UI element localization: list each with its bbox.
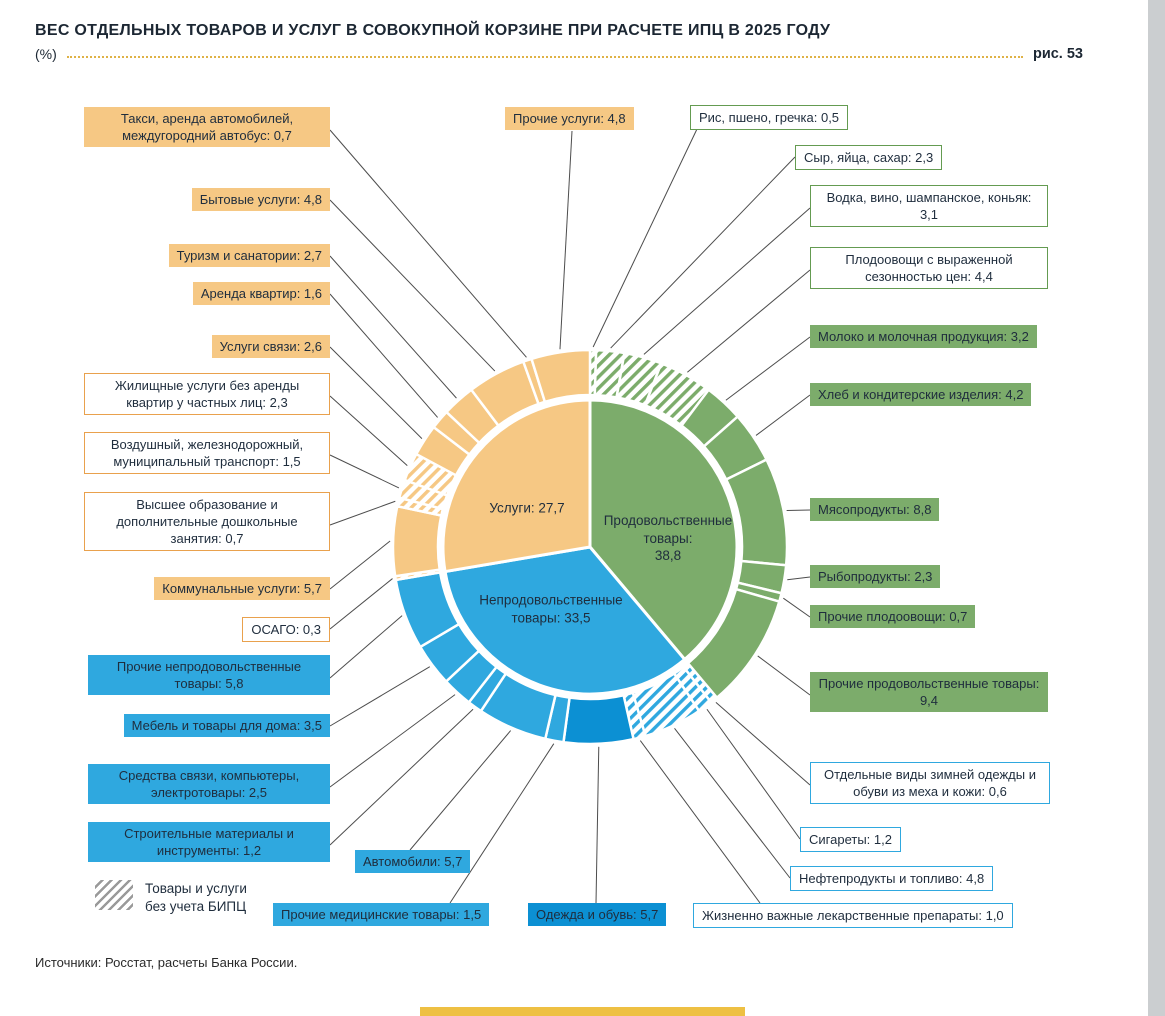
figure-number: рис. 53 (1032, 46, 1083, 62)
leader-line-housing-services (329, 395, 408, 467)
leader-line-seasonal-produce (687, 269, 811, 373)
hatch-swatch-icon (95, 880, 133, 910)
leader-line-other-food (757, 655, 811, 696)
leader-line-utilities (329, 540, 391, 590)
leader-line-fish (787, 576, 811, 581)
leader-line-air-rail (329, 454, 400, 489)
leader-line-fuel (674, 727, 791, 879)
leader-line-vodka (643, 207, 811, 355)
leader-line-clothing (595, 746, 600, 904)
dotted-rule (66, 56, 1023, 58)
page-edge-strip (1148, 0, 1165, 1016)
leader-line-other-nonfood (329, 615, 403, 679)
segment-clothing (562, 693, 636, 746)
legend-label-line1: Товары и услуги (145, 881, 247, 896)
sector-food (588, 398, 739, 662)
leader-line-osago (329, 578, 393, 630)
page-title: ВЕС ОТДЕЛЬНЫХ ТОВАРОВ И УСЛУГ В СОВОКУПН… (35, 22, 831, 39)
leader-line-winter-clothing (715, 702, 811, 786)
subtitle-row: (%) рис. 53 (35, 46, 1083, 62)
leader-line-other-services (559, 130, 573, 350)
leader-line-taxi (329, 129, 527, 358)
inner-pie (441, 398, 739, 696)
leader-line-construction (329, 708, 474, 846)
leader-line-bread (755, 394, 811, 436)
footer-accent-bar (420, 1007, 745, 1016)
outer-ring (391, 348, 789, 746)
leader-lines (329, 128, 811, 904)
leader-line-cigarettes (706, 708, 801, 840)
legend: Товары и услуги без учета БИПЦ (95, 880, 247, 916)
source-note: Источники: Росстат, расчеты Банка России… (35, 955, 298, 970)
leader-line-cheese-eggs-sugar (610, 156, 796, 349)
leader-line-cars (409, 730, 512, 851)
leader-line-tourism (329, 255, 457, 399)
unit-label: (%) (35, 46, 57, 62)
leader-line-rent (329, 293, 438, 418)
segment-utilities (391, 504, 443, 578)
leader-line-higher-education (329, 500, 396, 526)
legend-label: Товары и услуги без учета БИПЦ (145, 880, 247, 916)
leader-line-other-medical (449, 743, 555, 904)
sector-services (441, 398, 592, 574)
leader-line-rice (592, 128, 698, 348)
leader-line-electronics (329, 694, 456, 788)
leader-line-furniture (329, 666, 431, 727)
legend-label-line2: без учета БИПЦ (145, 899, 247, 914)
leader-line-vital-medicines (639, 740, 761, 904)
segment-other-services (529, 348, 592, 404)
leader-line-communication (329, 346, 423, 439)
leader-line-household-services (329, 199, 496, 372)
sector-nonfood (443, 545, 687, 696)
leader-line-milk (725, 336, 811, 401)
leader-line-other-produce (783, 597, 811, 618)
